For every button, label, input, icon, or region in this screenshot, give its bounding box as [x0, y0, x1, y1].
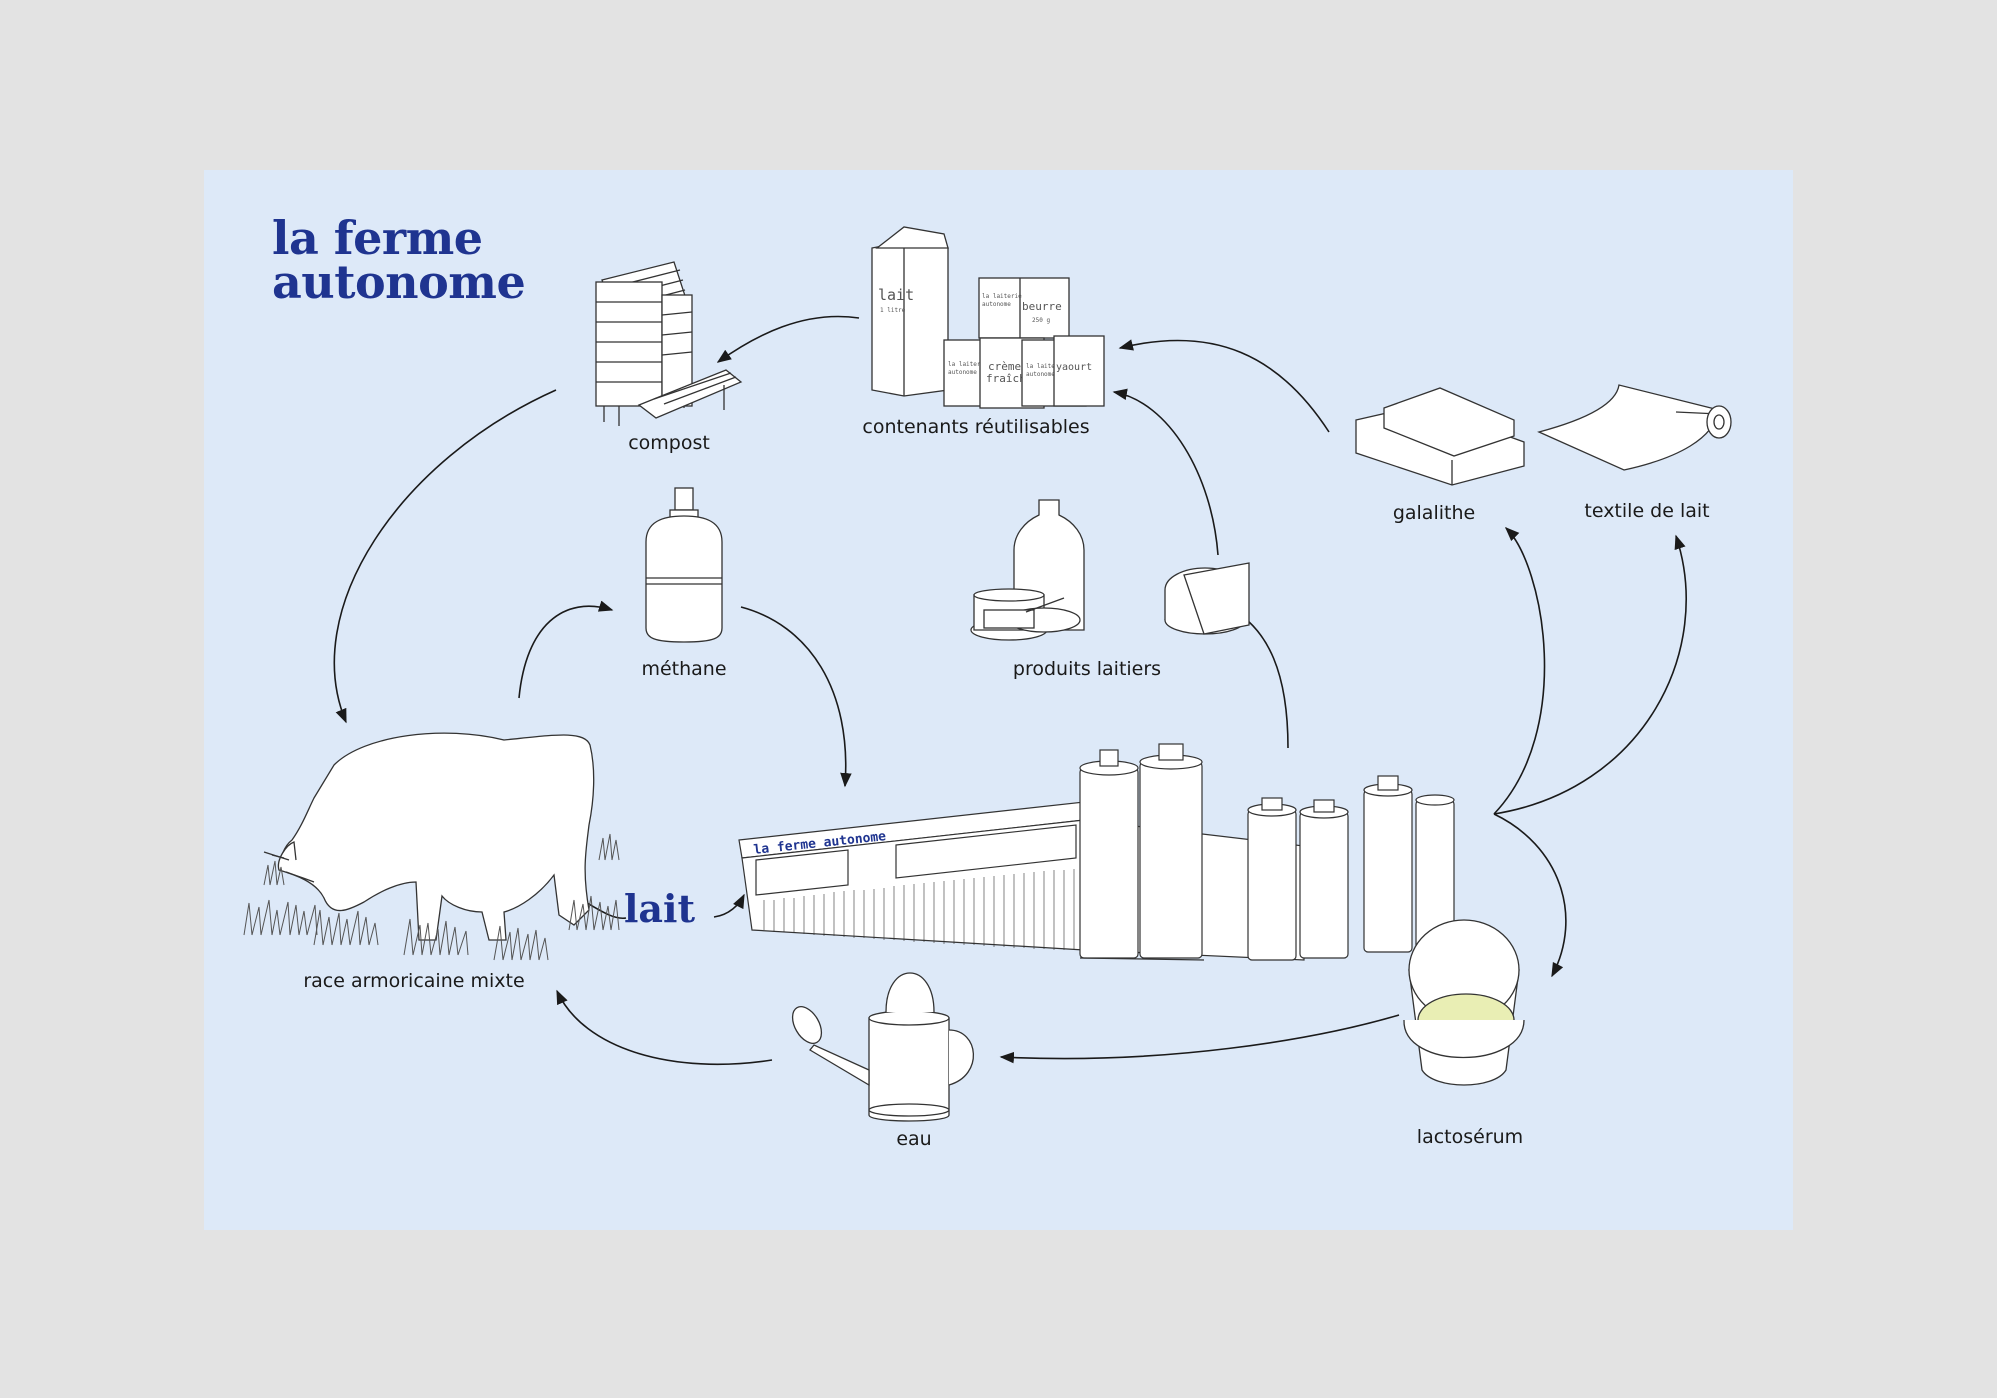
arrow-compost-to-cow — [333, 389, 557, 724]
label-cow: race armoricaine mixte — [303, 970, 525, 992]
gas-bottle-icon — [645, 487, 723, 643]
yogurt-label: yaourt — [1056, 362, 1092, 373]
butter-brand-l2: autonome — [982, 301, 1011, 308]
reusable-containers-icon: lait 1 litre beurre 250 g la laiterie au… — [871, 226, 1105, 409]
carton-label: lait — [878, 286, 914, 304]
arrow-lait-to-factory — [713, 893, 745, 918]
label-water: eau — [896, 1128, 932, 1150]
galalithe-icon — [1355, 387, 1525, 486]
arrow-methane-to-factory — [740, 606, 852, 788]
label-whey: lactosérum — [1416, 1126, 1524, 1148]
arrow-cow-to-methane — [518, 600, 614, 699]
title-line-2: autonome — [272, 255, 526, 309]
cream-label-l2: fraîche — [986, 372, 1032, 385]
butter-label: beurre — [1022, 300, 1062, 313]
label-methane: méthane — [641, 658, 727, 680]
arrow-dairy-to-containers — [1112, 388, 1219, 556]
butter-brand-l1: la laiterie — [982, 293, 1022, 300]
factory-icon: la ferme autonome — [738, 743, 1455, 961]
label-galalithe: galalithe — [1392, 502, 1476, 524]
compost-icon — [595, 261, 743, 426]
grass-icon — [243, 833, 620, 961]
arrow-whey-to-water — [999, 1014, 1400, 1064]
arrow-factory-to-galalithe — [1493, 526, 1546, 815]
label-dairy: produits laitiers — [1012, 658, 1162, 680]
watering-can-icon — [791, 972, 974, 1122]
arrow-water-to-cow — [556, 989, 773, 1066]
flow-label-lait: lait — [624, 886, 696, 931]
dairy-products-icon — [970, 499, 1250, 641]
cream-label-l1: crème — [988, 360, 1021, 373]
diagram-card: lait 1 litre beurre 250 g la laiterie au… — [204, 170, 1793, 1230]
page-title: la ferme autonome — [272, 211, 526, 309]
cheese-brand-l1: la laiterie — [948, 361, 988, 368]
cheese-brand-l2: autonome — [948, 369, 977, 376]
label-compost: compost — [628, 432, 710, 454]
title-line-1: la ferme — [272, 211, 483, 265]
carton-sublabel: 1 litre — [880, 307, 906, 314]
label-textile: textile de lait — [1584, 500, 1710, 522]
butter-sublabel: 250 g — [1032, 317, 1050, 324]
yogurt-brand-l1: la laiterie — [1026, 363, 1066, 370]
arrow-galalithe-to-containers — [1118, 339, 1330, 433]
arrow-factory-to-textile — [1493, 534, 1687, 815]
arrow-containers-to-compost — [716, 315, 860, 363]
cow-icon — [263, 732, 595, 941]
label-containers: contenants réutilisables — [862, 416, 1090, 438]
bucket-icon — [1403, 919, 1525, 1086]
arrow-factory-to-whey — [1493, 813, 1567, 978]
flow-arrows — [333, 315, 1687, 1066]
diagram-canvas: lait 1 litre beurre 250 g la laiterie au… — [243, 226, 1732, 1122]
yogurt-brand-l2: autonome — [1026, 371, 1055, 378]
milk-textile-icon — [1537, 384, 1732, 471]
